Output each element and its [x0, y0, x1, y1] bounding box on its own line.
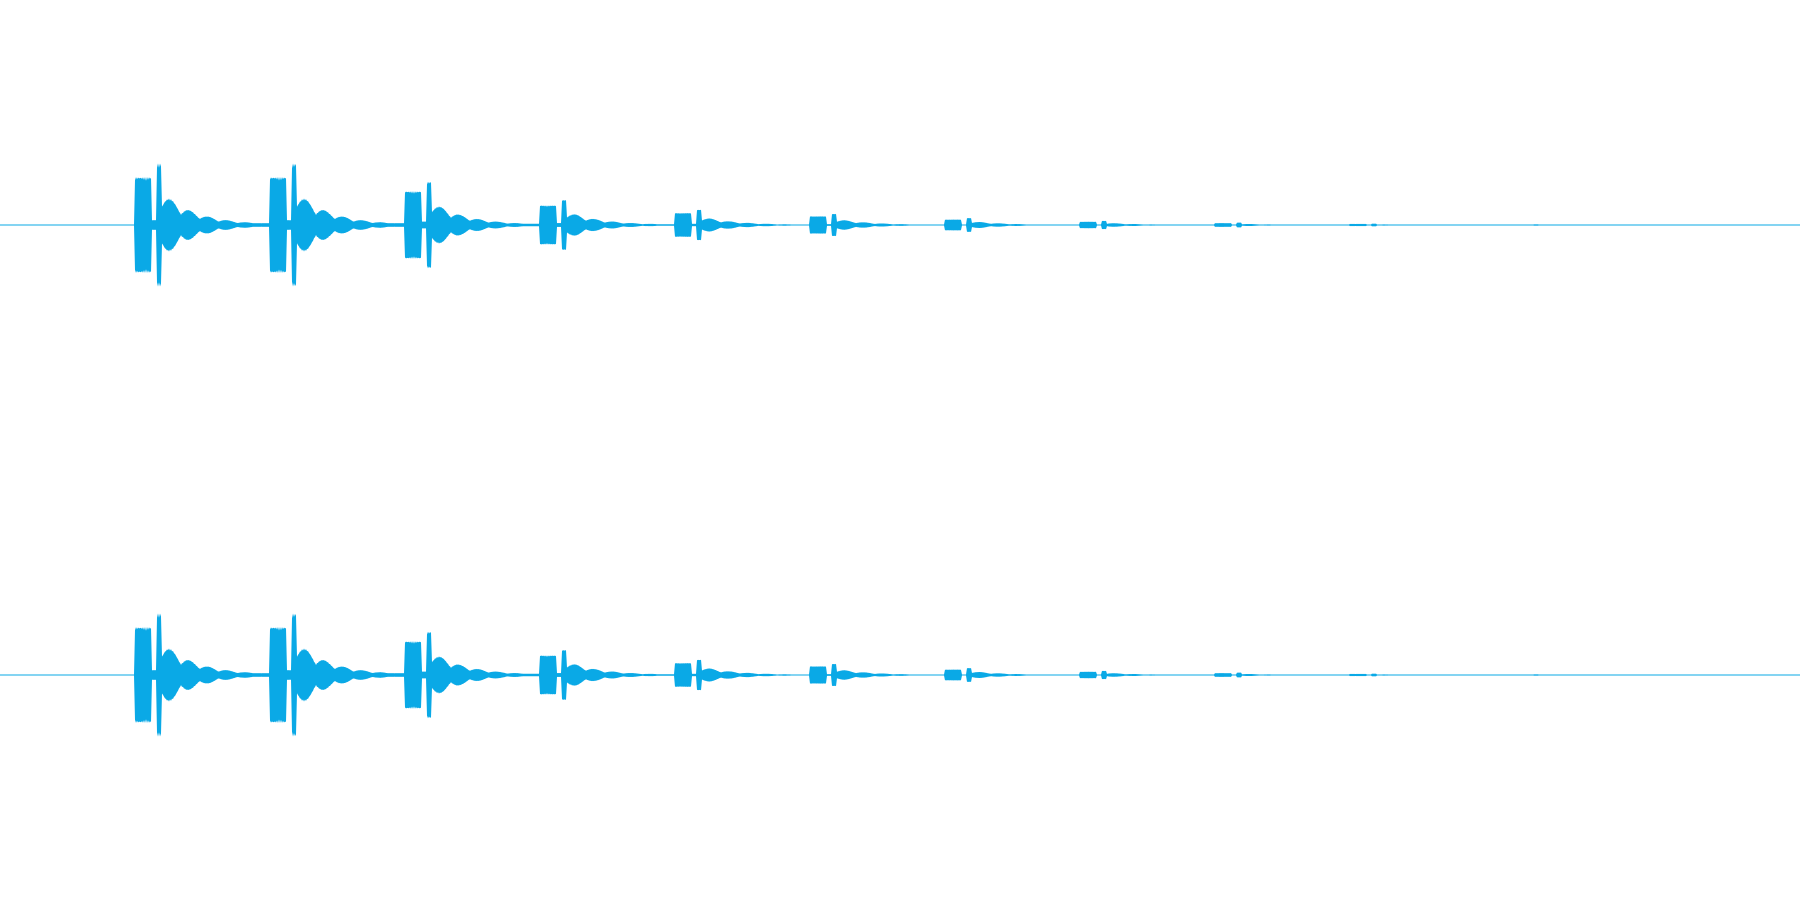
waveform-channels — [0, 163, 1800, 737]
bottom-channel — [0, 613, 1800, 737]
top-channel — [0, 163, 1800, 287]
waveform-envelope — [0, 613, 1800, 737]
waveform-envelope — [0, 163, 1800, 287]
